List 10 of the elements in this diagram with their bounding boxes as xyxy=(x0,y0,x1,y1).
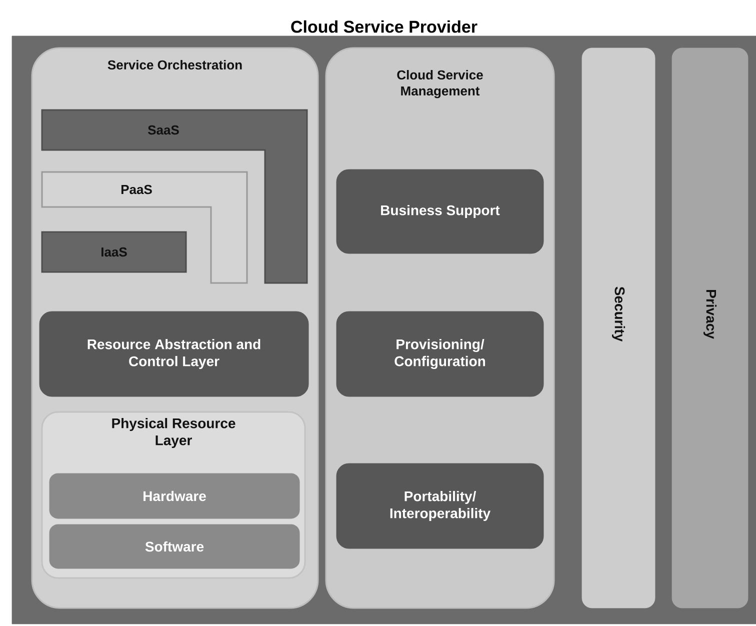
node-label: Cloud Service Provider xyxy=(291,20,478,33)
management-box: Business Support xyxy=(336,169,544,254)
management-box: Provisioning/ Configuration xyxy=(336,311,544,397)
iaas-layer: IaaS xyxy=(41,231,187,273)
hardware-box: Hardware xyxy=(49,473,300,519)
layer-box: Resource Abstraction and Control Layer xyxy=(39,311,309,397)
security-bar: Security xyxy=(582,48,656,608)
privacy-bar: Privacy xyxy=(672,48,748,608)
software-box: Software xyxy=(49,524,300,569)
management-box: Portability/ Interoperability xyxy=(336,463,544,549)
